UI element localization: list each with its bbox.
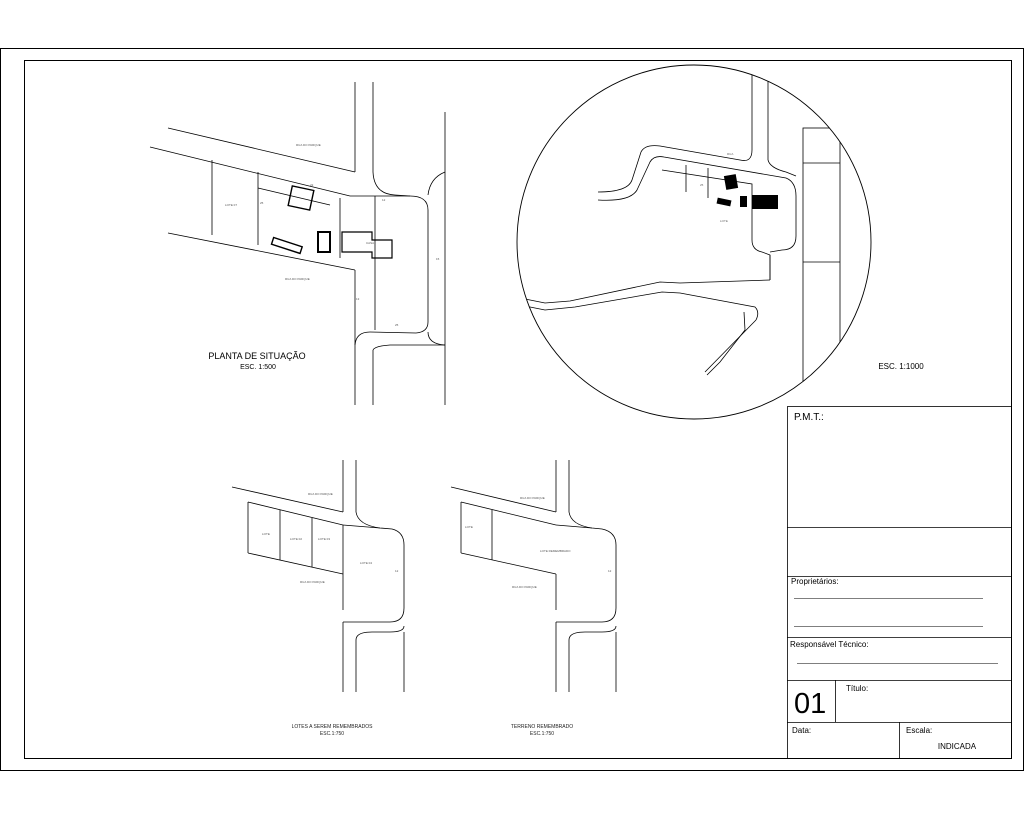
svg-text:LOTE 07: LOTE 07 (225, 203, 237, 207)
outer-border (0, 48, 1024, 771)
location-annotations: RUA LOTE 25 (700, 152, 733, 223)
merged-lot-drawing (450, 460, 617, 692)
lots-scale: ESC.1:750 (320, 731, 344, 737)
merged-lot-scale: ESC.1:750 (530, 731, 554, 737)
inner-border (24, 60, 1012, 759)
site-plan-drawing (149, 82, 446, 405)
lots-annotations: RUA DO PARQUE LOTE LOTE 02 LOTE 03 LOTE … (262, 492, 399, 584)
title-label: Título: (846, 684, 868, 693)
location-map-drawing (519, 65, 841, 419)
svg-text:CASA: CASA (366, 241, 374, 245)
date-label: Data: (792, 726, 811, 735)
svg-text:22: 22 (310, 183, 314, 187)
scale-label: Escala: (906, 726, 932, 735)
owners-label: Proprietários: (791, 577, 839, 586)
location-scale: ESC. 1:1000 (878, 362, 924, 371)
lots-drawing (231, 460, 405, 692)
lots-title: LOTES A SEREM REMEMBRADOS (292, 724, 374, 730)
merged-lot-annotations: RUA DO PARQUE LOTE LOTE REMEMBRADO RUA D… (465, 496, 612, 589)
svg-text:LOTE: LOTE (465, 525, 473, 529)
svg-text:LOTE 04: LOTE 04 (360, 561, 372, 565)
pmt-label: P.M.T.: (794, 412, 824, 423)
site-plan-annotations: RUA DO PARQUE LOTE 07 RUA DO PARQUE 22 2… (225, 143, 440, 327)
site-plan-title: PLANTA DE SITUAÇÃO (208, 351, 305, 361)
location-map-circle (516, 64, 872, 420)
svg-text:12: 12 (608, 569, 612, 573)
sheet-number: 01 (794, 688, 826, 720)
responsible-label: Responsável Técnico: (790, 640, 869, 649)
site-plan-scale: ESC. 1:500 (240, 364, 276, 371)
svg-text:RUA DO PARQUE: RUA DO PARQUE (512, 585, 537, 589)
svg-text:RUA DO PARQUE: RUA DO PARQUE (300, 580, 325, 584)
svg-text:25: 25 (700, 183, 704, 187)
svg-text:RUA DO PARQUE: RUA DO PARQUE (285, 277, 310, 281)
svg-text:15: 15 (436, 257, 440, 261)
svg-text:RUA DO PARQUE: RUA DO PARQUE (308, 492, 333, 496)
svg-text:12: 12 (382, 198, 386, 202)
svg-text:RUA DO PARQUE: RUA DO PARQUE (296, 143, 321, 147)
svg-text:LOTE REMEMBRADO: LOTE REMEMBRADO (540, 549, 571, 553)
svg-text:RUA: RUA (727, 152, 733, 156)
scale-value: INDICADA (938, 742, 977, 751)
svg-text:LOTE: LOTE (720, 219, 728, 223)
svg-text:LOTE: LOTE (262, 532, 270, 536)
svg-text:LOTE 03: LOTE 03 (318, 537, 330, 541)
title-block (787, 406, 1012, 759)
svg-text:RUA DO PARQUE: RUA DO PARQUE (520, 496, 545, 500)
merged-lot-title: TERRENO REMEMBRADO (511, 724, 573, 730)
svg-text:25: 25 (395, 323, 399, 327)
svg-text:13: 13 (356, 297, 360, 301)
svg-text:25: 25 (260, 201, 264, 205)
svg-text:LOTE 02: LOTE 02 (290, 537, 302, 541)
svg-text:12: 12 (395, 569, 399, 573)
location-buildings (716, 174, 778, 209)
